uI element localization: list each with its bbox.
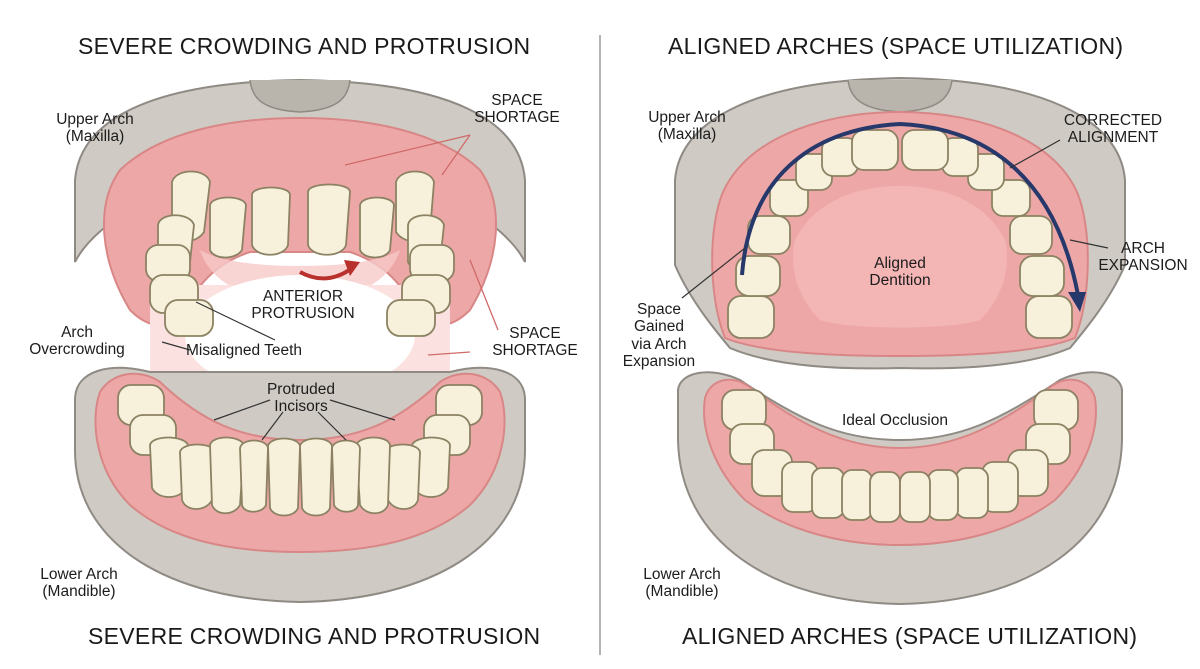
left-label-arch-overcrowding: Arch Overcrowding [22, 324, 132, 359]
right-arch-expansion-line1: ARCH [1121, 240, 1165, 257]
right-title-bottom: ALIGNED ARCHES (SPACE UTILIZATION) [682, 623, 1138, 649]
left-upper-arch-line2: (Maxilla) [65, 128, 125, 146]
left-title-top: SEVERE CROWDING AND PROTRUSION [78, 33, 531, 59]
right-palate [792, 186, 1008, 328]
left-leader-lines [344, 134, 499, 356]
right-lower-arch-line1: Lower Arch [643, 566, 721, 583]
right-leader-lines [681, 139, 1109, 299]
right-upper-teeth [727, 129, 1073, 339]
left-label-space-shortage-side: SPACE SHORTAGE [480, 325, 590, 360]
right-label-ideal-occlusion: Ideal Occlusion [842, 412, 948, 429]
left-upper-teeth [145, 170, 455, 337]
right-label-aligned-dentition: Aligned Dentition [845, 255, 955, 290]
right-label-arch-expansion: ARCH EXPANSION [1088, 240, 1198, 275]
left-arch-overcrowding-line2: Overcrowding [29, 341, 125, 359]
left-leader-lines-dark [161, 301, 396, 441]
left-space-shortage-top-line1: SPACE [491, 92, 543, 109]
left-label-anterior-protrusion: ANTERIOR PROTRUSION [248, 288, 358, 323]
right-corrected-alignment-line1: CORRECTED [1063, 112, 1163, 129]
left-space-shortage-side-line1: SPACE [509, 325, 561, 342]
left-title-bottom: SEVERE CROWDING AND PROTRUSION [88, 623, 541, 649]
left-label-misaligned-teeth: Misaligned Teeth [186, 342, 303, 359]
left-upper-bone-notch [249, 79, 351, 113]
left-lower-arch-line2: (Mandible) [42, 583, 116, 601]
left-label-lower-arch: Lower Arch (Mandible) [24, 566, 134, 601]
right-alignment-arrowhead [1068, 292, 1086, 312]
left-mouth-interior [185, 275, 415, 395]
right-label-lower-arch: Lower Arch (Mandible) [627, 566, 737, 601]
left-anterior-protrusion-line1: ANTERIOR [262, 288, 344, 305]
left-protruded-incisors-line1: Protruded [266, 381, 336, 398]
left-anterior-protrusion-line2: PROTRUSION [251, 305, 355, 323]
left-space-shortage-side-line2: SHORTAGE [492, 342, 578, 360]
left-upper-arch-line1: Upper Arch [56, 111, 134, 128]
left-space-shortage-top-line2: SHORTAGE [474, 109, 560, 127]
right-space-gained-line4: Expansion [622, 353, 696, 371]
right-aligned-dentition-line1: Aligned [874, 255, 926, 272]
left-label-upper-arch: Upper Arch (Maxilla) [40, 111, 150, 146]
left-arch-overcrowding-line1: Arch [61, 324, 93, 341]
right-label-upper-arch: Upper Arch (Maxilla) [632, 109, 742, 144]
right-space-gained-line3: via Arch [631, 335, 687, 353]
right-label-corrected-alignment: CORRECTED ALIGNMENT [1048, 112, 1178, 147]
right-arch-expansion-line2: EXPANSION [1098, 257, 1188, 275]
right-upper-arch-line1: Upper Arch [648, 109, 726, 126]
left-lower-arch-line1: Lower Arch [40, 566, 118, 583]
right-space-gained-line1: Space [637, 301, 681, 318]
left-label-protruded-incisors: Protruded Incisors [246, 381, 356, 416]
right-upper-arch-line2: (Maxilla) [657, 126, 717, 144]
left-lower-teeth [117, 384, 483, 517]
right-aligned-dentition-line2: Dentition [869, 272, 931, 290]
right-label-space-gained: Space Gained via Arch Expansion [604, 301, 714, 370]
right-title-top: ALIGNED ARCHES (SPACE UTILIZATION) [668, 33, 1124, 59]
right-corrected-alignment-line2: ALIGNMENT [1067, 129, 1159, 147]
left-protrusion-arrowhead [344, 260, 360, 276]
left-label-space-shortage-top: SPACE SHORTAGE [462, 92, 572, 127]
right-lower-teeth [721, 389, 1079, 523]
right-space-gained-line2: Gained [634, 318, 684, 336]
right-aligned-illustration [674, 76, 1126, 606]
right-alignment-arrow [740, 121, 1080, 296]
right-lower-arch-line2: (Mandible) [645, 583, 719, 601]
left-crowded-illustration [74, 78, 526, 604]
left-protruded-incisors-line2: Incisors [274, 398, 328, 416]
left-protrusion-arrow [299, 266, 354, 281]
